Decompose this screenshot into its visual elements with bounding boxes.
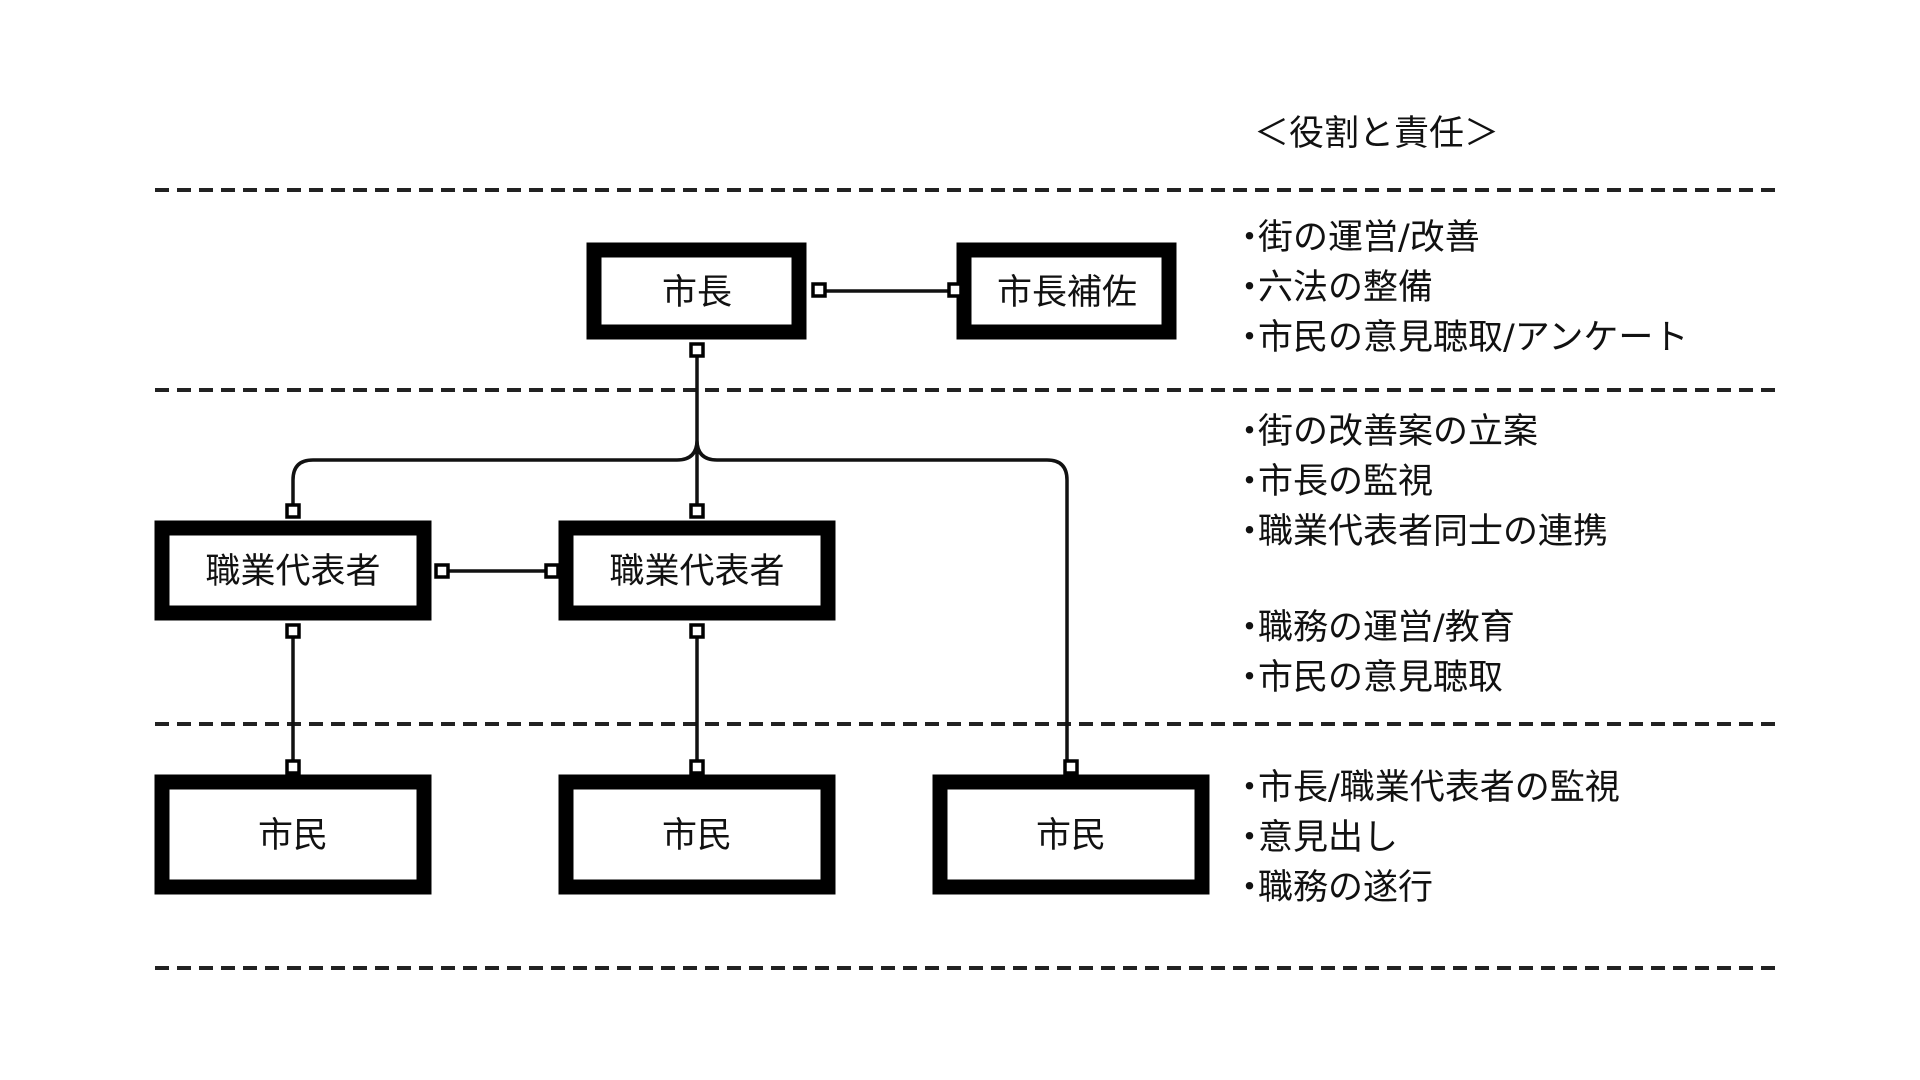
role-item: ・職務の遂行 <box>1232 863 1620 913</box>
role-item: ・六法の整備 <box>1232 263 1688 313</box>
roles-title: ＜役割と責任＞ <box>1254 114 1500 154</box>
roles-citizen-level: ・市長/職業代表者の監視 ・意見出し ・職務の遂行 <box>1232 763 1620 913</box>
port-rep2-top <box>689 503 705 519</box>
role-text: 職務の運営/教育 <box>1258 608 1515 648</box>
node-mayor-label: 市長 <box>662 273 732 313</box>
node-citizen-2-label: 市民 <box>662 816 732 856</box>
node-representative-2: 職業代表者 <box>558 520 836 621</box>
bullet: ・ <box>1232 412 1268 452</box>
port-rep2-bottom <box>689 623 705 639</box>
role-text: 市民の意見聴取/アンケート <box>1258 318 1689 358</box>
bullet: ・ <box>1232 868 1268 908</box>
port-citizen1-top <box>285 759 301 775</box>
role-text: 市長/職業代表者の監視 <box>1258 768 1620 808</box>
bullet: ・ <box>1232 268 1268 308</box>
bullet: ・ <box>1232 768 1268 808</box>
node-citizen-3: 市民 <box>932 774 1210 895</box>
port-assistant-left <box>947 282 963 298</box>
bullet: ・ <box>1232 462 1268 502</box>
role-item: ・市長の監視 <box>1232 457 1608 507</box>
role-spacer <box>1232 557 1608 603</box>
role-item: ・職務の運営/教育 <box>1232 603 1608 653</box>
node-representative-2-label: 職業代表者 <box>609 552 784 592</box>
roles-representative-level: ・街の改善案の立案 ・市長の監視 ・職業代表者同士の連携 ・職務の運営/教育 ・… <box>1232 407 1608 703</box>
port-rep2-left <box>544 563 560 579</box>
port-citizen3-top <box>1063 759 1079 775</box>
roles-mayor-level: ・街の運営/改善 ・六法の整備 ・市民の意見聴取/アンケート <box>1232 213 1688 363</box>
node-citizen-3-label: 市民 <box>1036 816 1106 856</box>
bullet: ・ <box>1232 318 1268 358</box>
role-text: 街の運営/改善 <box>1258 218 1480 258</box>
role-item: ・街の運営/改善 <box>1232 213 1688 263</box>
node-mayor-assistant: 市長補佐 <box>956 242 1177 340</box>
role-item: ・職業代表者同士の連携 <box>1232 507 1608 557</box>
node-citizen-1: 市民 <box>154 774 432 895</box>
node-representative-1: 職業代表者 <box>154 520 432 621</box>
node-representative-1-label: 職業代表者 <box>205 552 380 592</box>
role-text: 六法の整備 <box>1258 268 1434 308</box>
node-citizen-1-label: 市民 <box>258 816 328 856</box>
node-mayor: 市長 <box>586 242 807 340</box>
port-mayor-bottom <box>689 342 705 358</box>
bullet: ・ <box>1232 658 1268 698</box>
node-mayor-assistant-label: 市長補佐 <box>997 273 1137 313</box>
role-text: 市長の監視 <box>1258 462 1434 502</box>
bullet: ・ <box>1232 512 1268 552</box>
role-text: 街の改善案の立案 <box>1258 412 1539 452</box>
port-mayor-right <box>811 282 827 298</box>
role-item: ・市長/職業代表者の監視 <box>1232 763 1620 813</box>
role-text: 意見出し <box>1258 818 1399 858</box>
role-item: ・市民の意見聴取/アンケート <box>1232 313 1688 363</box>
port-rep1-top <box>285 503 301 519</box>
node-citizen-2: 市民 <box>558 774 836 895</box>
bullet: ・ <box>1232 608 1268 648</box>
role-item: ・意見出し <box>1232 813 1620 863</box>
port-rep1-bottom <box>285 623 301 639</box>
role-item: ・市民の意見聴取 <box>1232 653 1608 703</box>
role-text: 職務の遂行 <box>1258 868 1434 908</box>
bullet: ・ <box>1232 818 1268 858</box>
connector-mayor-reps <box>291 350 1069 765</box>
role-text: 市民の意見聴取 <box>1258 658 1504 698</box>
port-citizen2-top <box>689 759 705 775</box>
role-text: 職業代表者同士の連携 <box>1258 512 1609 552</box>
role-item: ・街の改善案の立案 <box>1232 407 1608 457</box>
bullet: ・ <box>1232 218 1268 258</box>
port-rep1-right <box>434 563 450 579</box>
